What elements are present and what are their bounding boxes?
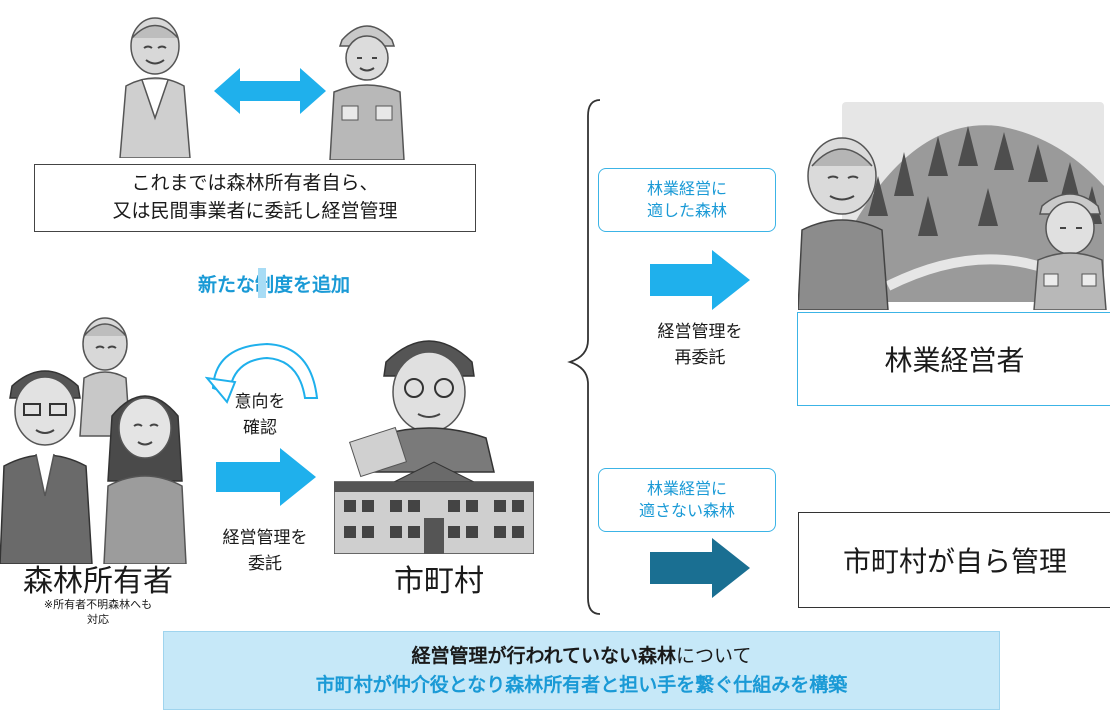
confirm-intent-label: 意向を 確認 bbox=[210, 390, 310, 441]
municipality-self-manage-label: 市町村が自ら管理 bbox=[842, 545, 1067, 578]
summary-line-2: 市町村が仲介役となり森林所有者と担い手を繋ぐ仕組みを構築 bbox=[315, 673, 848, 696]
municipality-title: 市町村 bbox=[394, 564, 484, 599]
unsuitable-forest-tag: 林業経営に 適さない森林 bbox=[598, 468, 776, 532]
branch-brace bbox=[567, 99, 601, 615]
confirm-intent-line-1: 意向を bbox=[234, 392, 286, 412]
summary-line-1-rest: について bbox=[676, 645, 752, 667]
elderly-owner-illustration bbox=[119, 17, 191, 158]
entrust-arrow bbox=[216, 448, 316, 506]
highlight-bar bbox=[258, 268, 266, 298]
municipality-self-manage-box: 市町村が自ら管理 bbox=[798, 512, 1110, 608]
confirm-intent-line-2: 確認 bbox=[243, 417, 277, 438]
previous-method-box: これまでは森林所有者自ら、 又は民間事業者に委託し経営管理 bbox=[34, 164, 476, 232]
forest-operators-illustration bbox=[798, 102, 1107, 310]
reentrust-label: 経営管理を 再委託 bbox=[630, 320, 770, 371]
entrust-label: 経営管理を 委託 bbox=[200, 526, 330, 577]
forestry-operator-label: 林業経営者 bbox=[884, 344, 1025, 377]
entrust-line-2: 委託 bbox=[248, 553, 282, 574]
reentrust-line-2: 再委託 bbox=[674, 347, 726, 368]
suitable-forest-line-2: 適した森林 bbox=[646, 201, 727, 220]
suitable-forest-tag: 林業経営に 適した森林 bbox=[598, 168, 776, 232]
unsuitable-forest-line-2: 適さない森林 bbox=[638, 501, 735, 520]
new-system-added-label: 新たな制度を追加 bbox=[197, 274, 350, 296]
bidirectional-arrow bbox=[214, 68, 326, 114]
suitable-forest-line-1: 林業経営に bbox=[646, 179, 727, 199]
summary-band: 経営管理が行われていない森林について 市町村が仲介役となり森林所有者と担い手を繋… bbox=[163, 631, 1000, 710]
contractor-worker-illustration bbox=[329, 25, 405, 160]
owners-note: ※所有者不明森林へも 対応 bbox=[10, 598, 186, 628]
owners-note-line-1: ※所有者不明森林へも bbox=[43, 598, 153, 611]
previous-method-line-1: これまでは森林所有者自ら、 bbox=[131, 172, 379, 195]
unsuitable-forest-line-1: 林業経営に bbox=[646, 479, 727, 499]
reentrust-line-1: 経営管理を bbox=[657, 322, 743, 342]
self-manage-arrow bbox=[650, 538, 750, 598]
reentrust-arrow bbox=[650, 250, 750, 310]
forest-owners-illustration bbox=[0, 317, 187, 564]
entrust-line-1: 経営管理を bbox=[222, 528, 308, 548]
confirm-intent-curved-arrow bbox=[205, 342, 319, 404]
previous-method-line-2: 又は民間事業者に委託し経営管理 bbox=[112, 200, 398, 222]
forestry-operator-box: 林業経営者 bbox=[797, 312, 1110, 406]
forest-owners-title: 森林所有者 bbox=[23, 564, 173, 599]
municipality-official-illustration bbox=[334, 340, 534, 554]
summary-line-1-bold: 経営管理が行われていない森林 bbox=[411, 645, 677, 667]
owners-note-line-2: 対応 bbox=[87, 612, 109, 626]
summary-line-1: 経営管理が行われていない森林について bbox=[412, 642, 752, 671]
